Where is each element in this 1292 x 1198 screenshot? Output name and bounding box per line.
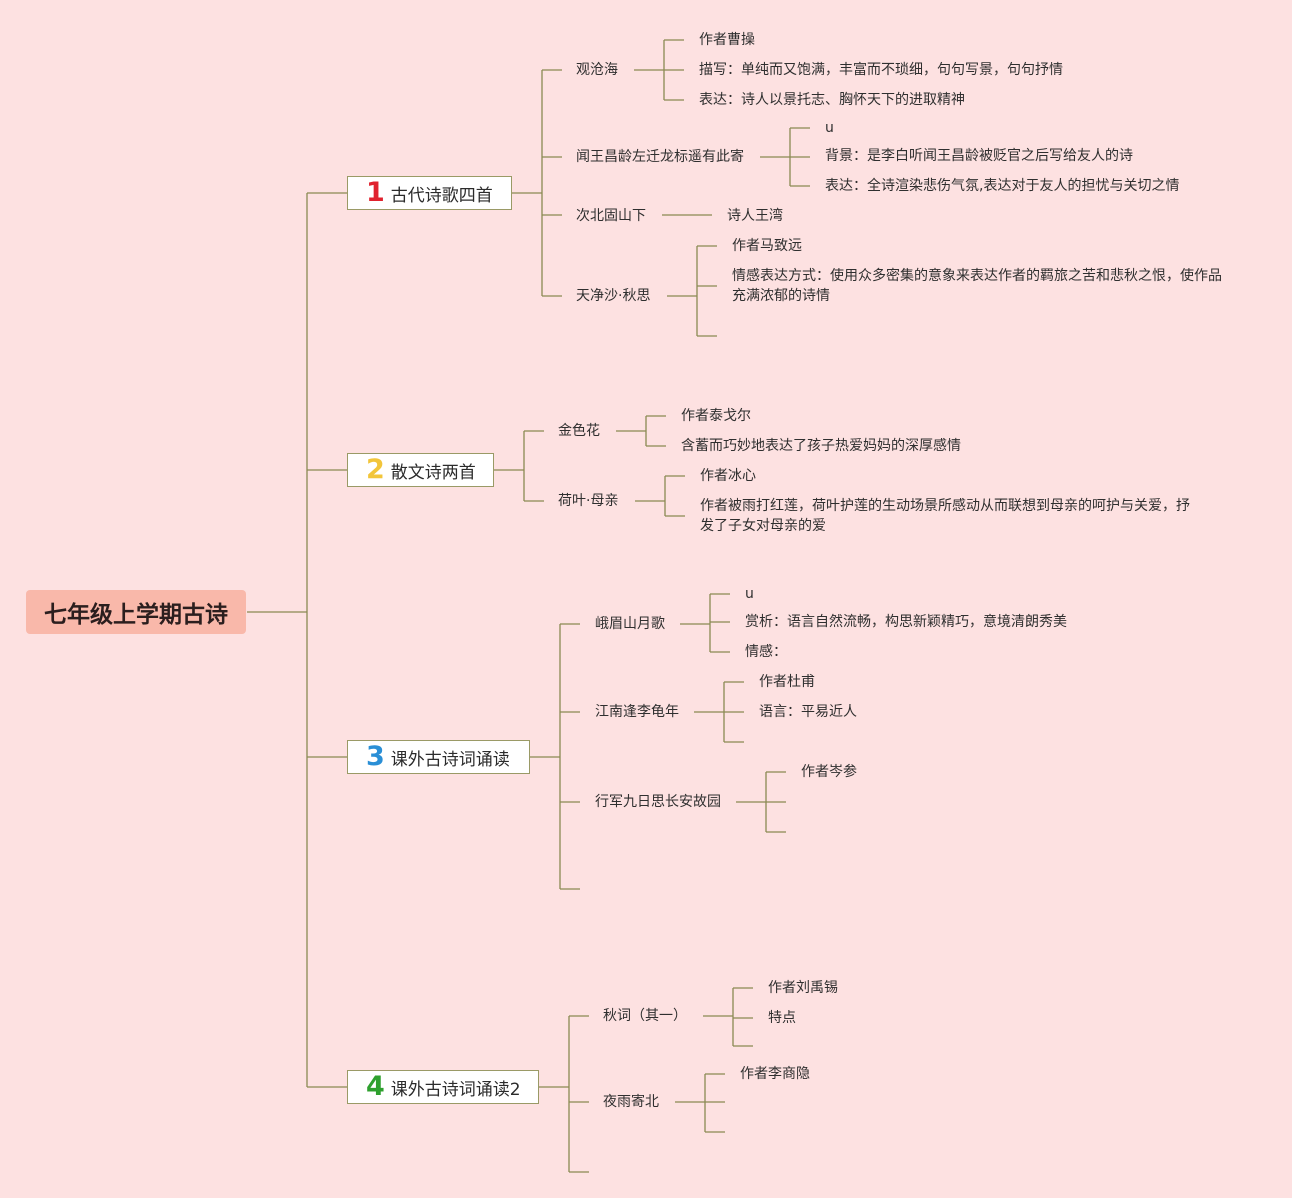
branch-1[interactable]: 1 古代诗歌四首	[347, 176, 512, 210]
number-3-icon: 3	[366, 741, 385, 772]
leaf-item[interactable]: 作者冰心	[700, 468, 756, 484]
topic-xingjunjiuri[interactable]: 行军九日思长安故园	[595, 794, 721, 810]
leaf-item[interactable]: 情感：	[745, 644, 787, 660]
leaf-item[interactable]: 作者刘禹锡	[768, 980, 838, 996]
number-2-icon: 2	[366, 454, 385, 485]
topic-jiangnanfeng[interactable]: 江南逢李龟年	[595, 704, 679, 720]
branch-label: 散文诗两首	[390, 462, 476, 483]
branch-label: 课外古诗词诵读	[390, 749, 510, 770]
leaf-item[interactable]: 作者曹操	[699, 32, 755, 48]
topic-qiuci[interactable]: 秋词（其一）	[603, 1008, 687, 1024]
leaf-item[interactable]: 作者马致远	[732, 238, 802, 254]
leaf-item[interactable]: 含蓄而巧妙地表达了孩子热爱妈妈的深厚感情	[681, 438, 961, 454]
number-1-icon: 1	[366, 177, 385, 208]
topic-emeishanyuege[interactable]: 峨眉山月歌	[595, 616, 665, 632]
leaf-item[interactable]: 语言：平易近人	[759, 704, 857, 720]
branch-2[interactable]: 2 散文诗两首	[347, 453, 494, 487]
number-4-icon: 4	[366, 1071, 385, 1102]
leaf-item[interactable]: 表达：全诗渲染悲伤气氛,表达对于友人的担忧与关切之情	[825, 178, 1180, 194]
branch-label: 古代诗歌四首	[390, 185, 493, 206]
branch-3[interactable]: 3 课外古诗词诵读	[347, 740, 530, 774]
topic-heyemuqin[interactable]: 荷叶·母亲	[558, 493, 619, 509]
leaf-item[interactable]: 描写：单纯而又饱满，丰富而不琐细，句句写景，句句抒情	[699, 62, 1063, 78]
leaf-item[interactable]: 作者李商隐	[740, 1066, 810, 1082]
leaf-item[interactable]: u	[745, 586, 754, 602]
leaf-item[interactable]: 作者杜甫	[759, 674, 815, 690]
branch-4[interactable]: 4 课外古诗词诵读2	[347, 1070, 539, 1104]
leaf-item[interactable]: 赏析：语言自然流畅，构思新颖精巧，意境清朗秀美	[745, 614, 1067, 630]
topic-guancanghai[interactable]: 观沧海	[576, 62, 618, 78]
leaf-item[interactable]: 诗人王湾	[727, 208, 783, 224]
leaf-item[interactable]: 情感表达方式：使用众多密集的意象来表达作者的羁旅之苦和悲秋之恨，使作品充满浓郁的…	[732, 268, 1222, 304]
root-topic[interactable]: 七年级上学期古诗	[26, 590, 246, 634]
leaf-item[interactable]: 背景：是李白听闻王昌龄被贬官之后写给友人的诗	[825, 148, 1133, 164]
leaf-item[interactable]: u	[825, 120, 834, 136]
branch-label: 课外古诗词诵读2	[390, 1079, 521, 1100]
leaf-item[interactable]: 作者被雨打红莲，荷叶护莲的生动场景所感动从而联想到母亲的呵护与关爱，抒发了子女对…	[700, 498, 1190, 534]
topic-wenwangchangling[interactable]: 闻王昌龄左迁龙标遥有此寄	[576, 149, 744, 165]
leaf-item[interactable]: 作者泰戈尔	[681, 408, 751, 424]
topic-yeyujibei[interactable]: 夜雨寄北	[603, 1094, 659, 1110]
leaf-item[interactable]: 表达：诗人以景托志、胸怀天下的进取精神	[699, 92, 965, 108]
topic-jinsehua[interactable]: 金色花	[558, 423, 600, 439]
leaf-item[interactable]: 作者岑参	[801, 764, 857, 780]
topic-tianjingsha[interactable]: 天净沙·秋思	[576, 288, 651, 304]
topic-cibeigushanxia[interactable]: 次北固山下	[576, 208, 646, 224]
leaf-item[interactable]: 特点	[768, 1010, 796, 1026]
